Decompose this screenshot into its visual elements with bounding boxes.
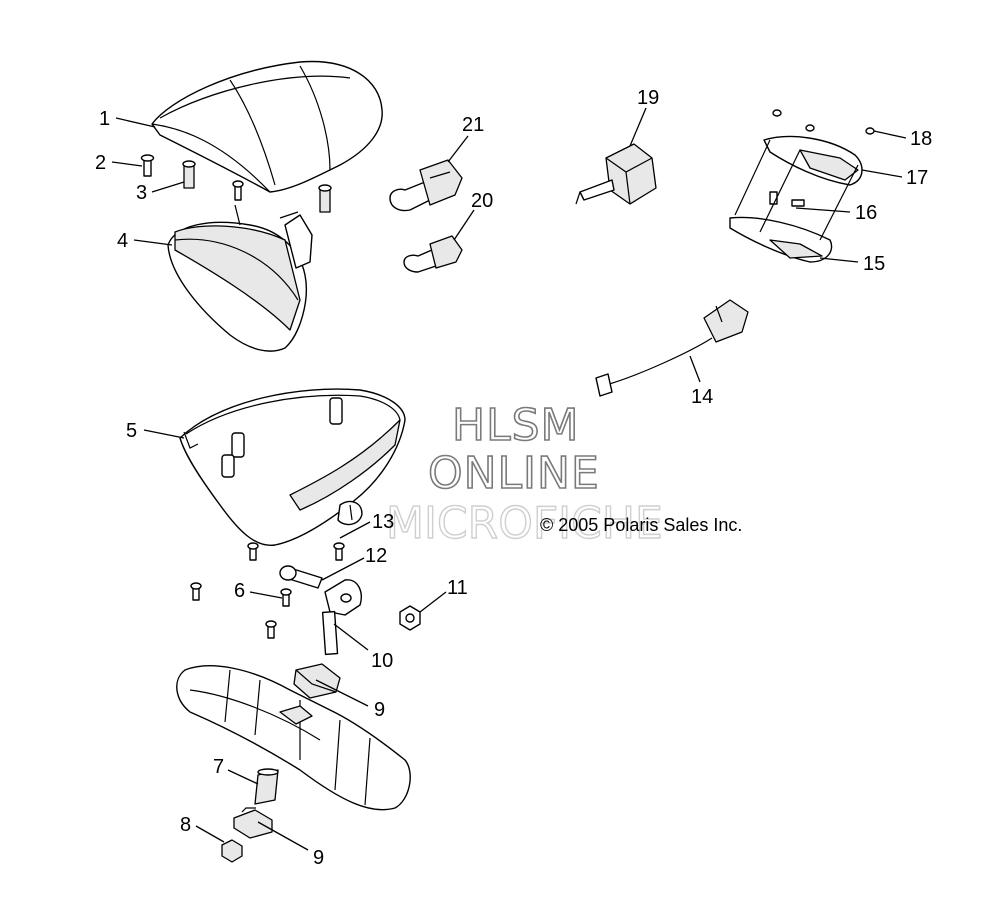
part-visor-cover: [151, 60, 383, 193]
callout-14: 14: [691, 386, 713, 408]
watermark-line2: ONLINE: [428, 448, 600, 499]
callout-13: 13: [372, 511, 394, 533]
part-bulb-21: [389, 159, 463, 212]
callout-8: 8: [180, 814, 191, 836]
part-bulb-20: [403, 235, 463, 273]
callout-12: 12: [365, 545, 387, 567]
watermark: HLSM ONLINE MICROFICHE: [385, 399, 663, 550]
callout-9-lower: 9: [313, 847, 324, 869]
callout-6: 6: [234, 580, 245, 602]
callout-1: 1: [99, 108, 110, 130]
part-lower-shroud: [179, 388, 406, 546]
callout-9-upper: 9: [374, 699, 385, 721]
callout-labels: 1 2 3 4 5 6 7 8 9 9 10 11 12 13 14 15 16…: [95, 87, 932, 869]
callout-16: 16: [855, 202, 877, 224]
part-bracket-assembly: [729, 109, 875, 263]
part-nut-11: [399, 605, 421, 631]
part-bolt-12: [279, 565, 323, 589]
part-sleeve-7: [254, 768, 279, 805]
part-handlebar-pod: [176, 665, 411, 811]
part-wire-harness: [595, 299, 749, 397]
leader-lines: [111, 107, 907, 851]
part-spacer-right: [318, 184, 332, 213]
callout-3: 3: [136, 182, 147, 204]
callout-5: 5: [126, 420, 137, 442]
callout-7: 7: [213, 756, 224, 778]
part-nut-8: [221, 839, 243, 863]
part-spacer-3: [182, 160, 196, 189]
callout-17: 17: [906, 167, 928, 189]
part-damper-lower: [233, 807, 273, 839]
watermark-line1: HLSM: [452, 400, 580, 451]
watermark-line3: MICROFICHE: [386, 498, 663, 549]
part-fasteners: [190, 542, 345, 639]
part-mount-bracket: [321, 579, 362, 656]
part-screw-2: [140, 154, 155, 177]
callout-20: 20: [471, 190, 493, 212]
callout-18: 18: [910, 128, 932, 150]
callout-4: 4: [117, 230, 128, 252]
callout-15: 15: [863, 253, 885, 275]
part-headlight-housing: [167, 204, 313, 352]
copyright-text: © 2005 Polaris Sales Inc.: [540, 515, 742, 535]
callout-10: 10: [371, 650, 393, 672]
callout-11: 11: [447, 577, 468, 599]
callout-19: 19: [637, 87, 659, 109]
callout-21: 21: [462, 114, 484, 136]
part-screw-mid: [232, 180, 244, 201]
callout-2: 2: [95, 152, 106, 174]
part-hid-bulb-19: [575, 143, 657, 205]
